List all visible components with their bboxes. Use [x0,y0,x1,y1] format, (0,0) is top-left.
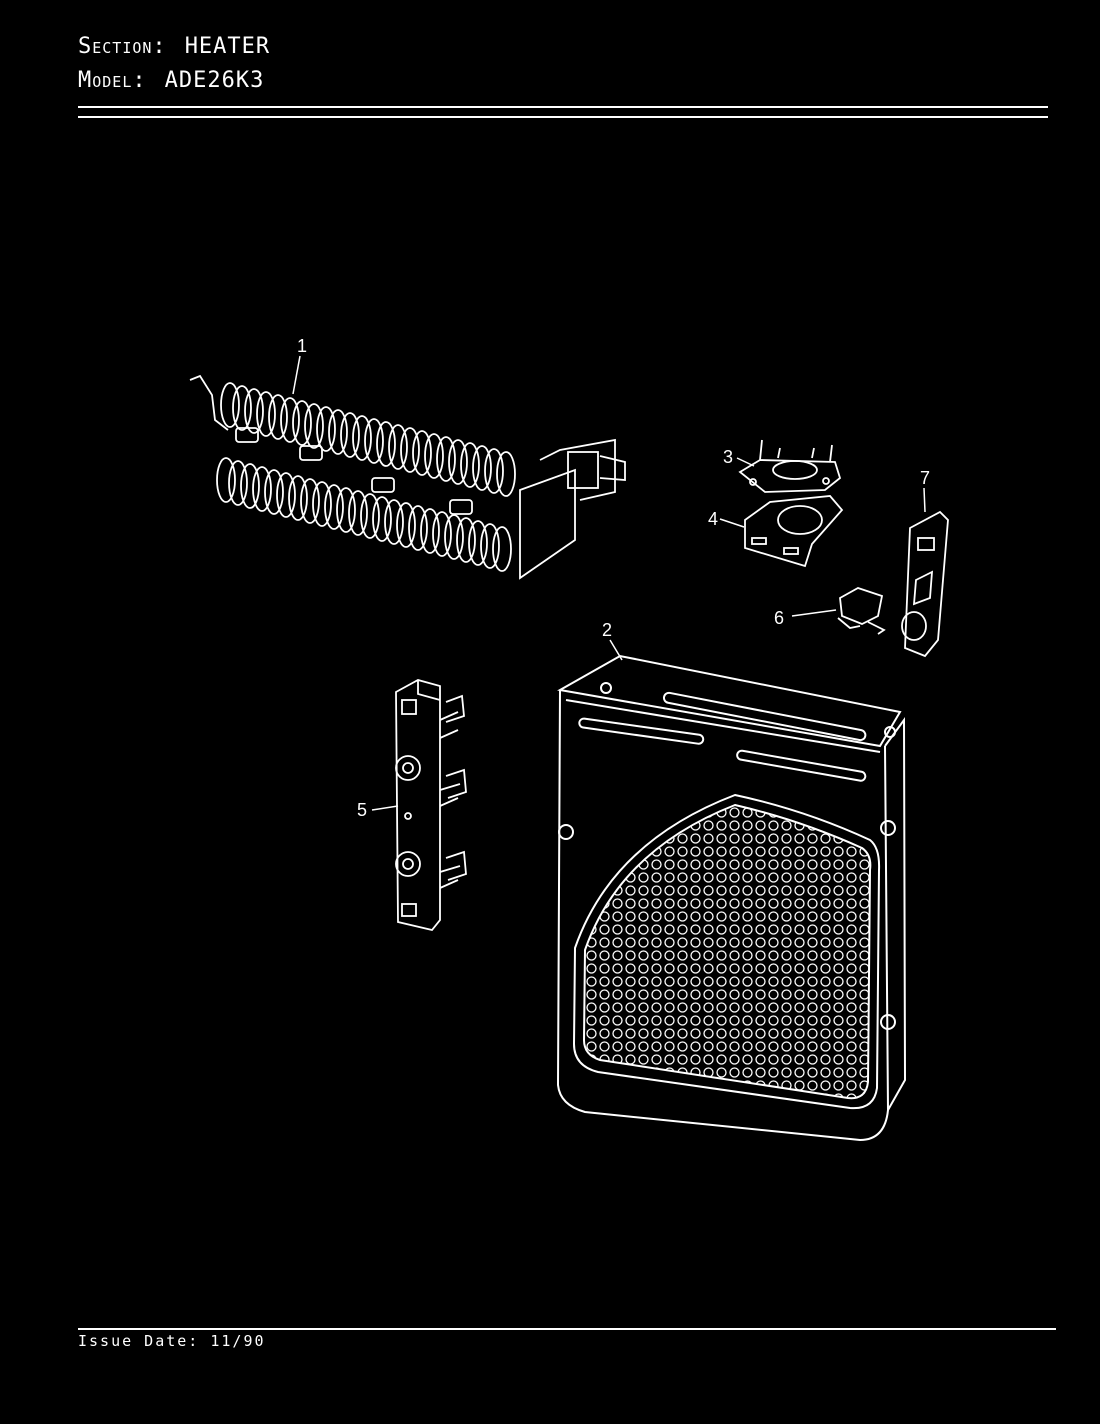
leader-3 [736,457,755,467]
leader-2 [609,639,623,661]
leader-1 [292,355,301,395]
leader-lines [292,355,926,811]
heater-housing-part-2 [556,654,907,1142]
header-rule-top [78,106,1048,108]
terminal-block-part-5 [395,679,467,932]
callout-6: 6 [774,608,784,628]
model-line: Model: ADE26K3 [78,68,264,93]
hi-limit-thermostat-part-6 [837,587,886,635]
heater-coil-element [189,374,626,580]
section-line: Section: HEATER [78,34,270,59]
model-label: Model: [78,68,147,93]
thermostat-part-3 [738,439,842,493]
callout-4: 4 [708,509,718,529]
callout-1: 1 [297,336,307,356]
issue-date: Issue Date: 11/90 [78,1332,266,1350]
section-value: HEATER [184,34,271,59]
plate-part-7 [901,510,949,658]
callout-2: 2 [602,620,612,640]
callout-7: 7 [920,468,930,488]
leader-4 [719,518,745,528]
leader-7 [923,487,926,513]
leader-6 [791,609,837,617]
header-rule-bottom [78,116,1048,118]
callout-5: 5 [357,800,367,820]
callout-3: 3 [723,447,733,467]
footer-rule [78,1328,1056,1330]
leader-5 [371,805,399,811]
mounting-bracket-part-4 [744,495,844,568]
model-value: ADE26K3 [164,68,265,93]
section-label: Section: [78,34,167,59]
